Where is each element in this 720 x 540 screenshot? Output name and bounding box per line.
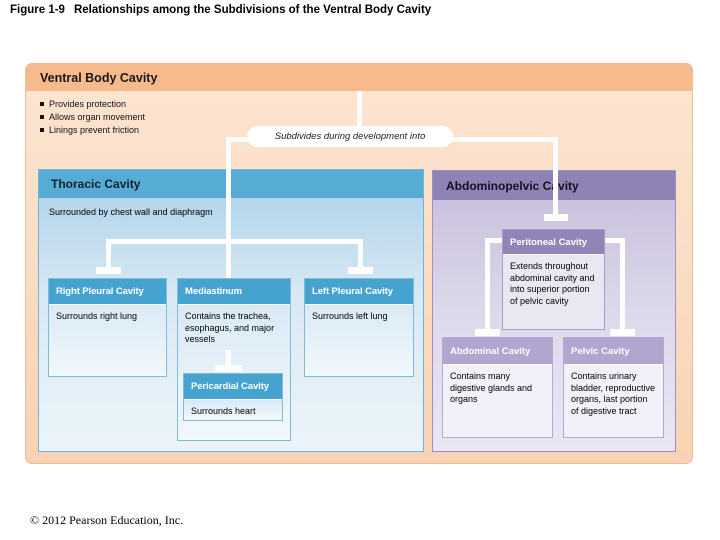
- thoracic-cavity-body: Surrounded by chest wall and diaphragm: [39, 198, 423, 451]
- right-pleural-cavity-box: Right Pleural Cavity Surrounds right lun…: [48, 278, 167, 377]
- pelvic-cavity-description: Contains urinary bladder, reproductive o…: [571, 371, 656, 417]
- peritoneal-cavity-box: Peritoneal Cavity Extends throughout abd…: [502, 229, 605, 330]
- bullet-text: Allows organ movement: [49, 112, 146, 122]
- bullet-text: Provides protection: [49, 99, 127, 109]
- left-pleural-cavity-header: Left Pleural Cavity: [305, 279, 413, 304]
- bullet-item: Linings prevent friction: [40, 124, 145, 136]
- right-pleural-cavity-title: Right Pleural Cavity: [56, 286, 144, 297]
- right-pleural-cavity-body: Surrounds right lung: [49, 304, 166, 376]
- connector-drop-right: [553, 137, 558, 217]
- right-pleural-cavity-header: Right Pleural Cavity: [49, 279, 166, 304]
- ventral-body-cavity-header: Ventral Body Cavity: [26, 64, 692, 91]
- subdivides-label-pill: Subdivides during development into: [247, 126, 453, 147]
- connector-tbar: [475, 329, 500, 336]
- connector-drop-left: [226, 137, 231, 244]
- left-pleural-cavity-title: Left Pleural Cavity: [312, 286, 393, 297]
- bullet-square-icon: [40, 128, 44, 132]
- pericardial-cavity-header: Pericardial Cavity: [184, 374, 282, 399]
- peritoneal-cavity-header: Peritoneal Cavity: [503, 230, 604, 254]
- left-pleural-cavity-body: Surrounds left lung: [305, 304, 413, 376]
- connector-tbar: [348, 267, 373, 274]
- mediastinum-header: Mediastinum: [178, 279, 290, 304]
- pericardial-cavity-box: Pericardial Cavity Surrounds heart: [183, 373, 283, 421]
- thoracic-cavity-description: Surrounded by chest wall and diaphragm: [49, 207, 213, 217]
- pelvic-cavity-box: Pelvic Cavity Contains urinary bladder, …: [563, 337, 664, 438]
- connector-drop: [620, 238, 625, 331]
- subdivides-label: Subdivides during development into: [274, 131, 426, 142]
- right-pleural-cavity-description: Surrounds right lung: [56, 311, 138, 321]
- pelvic-cavity-title: Pelvic Cavity: [571, 345, 630, 357]
- connector-tbar: [215, 365, 242, 372]
- peritoneal-cavity-title: Peritoneal Cavity: [510, 236, 588, 248]
- left-pleural-cavity-box: Left Pleural Cavity Surrounds left lung: [304, 278, 414, 377]
- connector-drop: [226, 350, 231, 367]
- bullet-text: Linings prevent friction: [49, 125, 140, 135]
- pericardial-cavity-title: Pericardial Cavity: [191, 381, 269, 392]
- pericardial-cavity-description: Surrounds heart: [191, 406, 256, 416]
- abdominal-cavity-header: Abdominal Cavity: [443, 338, 552, 364]
- mediastinum-description: Contains the trachea, esophagus, and maj…: [185, 311, 275, 345]
- figure-title-text: Relationships among the Subdivisions of …: [73, 4, 432, 16]
- connector-stem: [357, 91, 362, 140]
- connector-drop: [485, 238, 490, 331]
- abdominopelvic-cavity-title: Abdominopelvic Cavity: [446, 178, 579, 193]
- figure-title: Figure 1-9 Relationships among the Subdiv…: [10, 4, 715, 16]
- abdominal-cavity-description: Contains many digestive glands and organ…: [450, 371, 533, 405]
- connector-drop: [358, 239, 363, 269]
- connector-drop: [106, 239, 111, 269]
- peritoneal-cavity-body: Extends throughout abdominal cavity and …: [503, 254, 604, 329]
- bullet-square-icon: [40, 102, 44, 106]
- abdominal-cavity-box: Abdominal Cavity Contains many digestive…: [442, 337, 553, 438]
- abdominal-cavity-title: Abdominal Cavity: [450, 345, 531, 357]
- ventral-bullet-list: Provides protection Allows organ movemen…: [40, 98, 145, 137]
- connector-tbar: [610, 329, 635, 336]
- pericardial-cavity-body: Surrounds heart: [184, 399, 282, 420]
- connector-drop: [226, 244, 231, 278]
- copyright-notice: © 2012 Pearson Education, Inc.: [30, 513, 184, 527]
- thoracic-cavity-header: Thoracic Cavity: [39, 170, 423, 198]
- bullet-item: Allows organ movement: [40, 111, 145, 123]
- thoracic-cavity-title: Thoracic Cavity: [51, 177, 141, 191]
- connector-branch: [106, 239, 363, 244]
- figure-number: Figure 1-9: [10, 4, 65, 16]
- pelvic-cavity-body: Contains urinary bladder, reproductive o…: [564, 364, 663, 437]
- abdominal-cavity-body: Contains many digestive glands and organ…: [443, 364, 552, 437]
- left-pleural-cavity-description: Surrounds left lung: [312, 311, 388, 321]
- connector-tbar: [544, 214, 568, 221]
- peritoneal-cavity-description: Extends throughout abdominal cavity and …: [510, 261, 595, 307]
- ventral-body-cavity-title: Ventral Body Cavity: [40, 70, 158, 85]
- bullet-item: Provides protection: [40, 98, 145, 110]
- pelvic-cavity-header: Pelvic Cavity: [564, 338, 663, 364]
- bullet-square-icon: [40, 115, 44, 119]
- connector-tbar: [96, 267, 121, 274]
- mediastinum-title: Mediastinum: [185, 286, 242, 297]
